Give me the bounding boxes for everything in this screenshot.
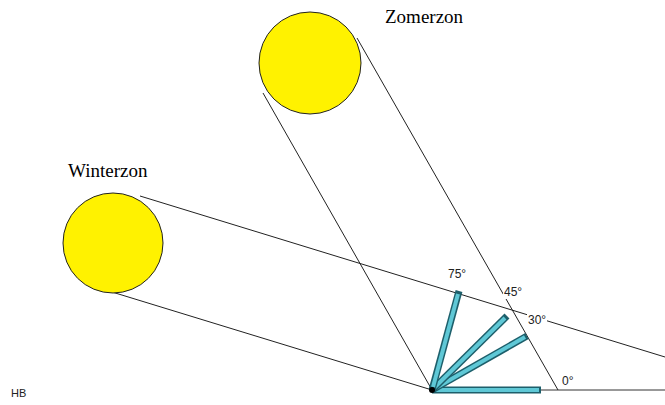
- sun-circle: Zomerzon: [258, 11, 362, 115]
- angle-label: 30°: [527, 313, 547, 327]
- angle-label: 75°: [447, 267, 467, 281]
- sun-name: Zomerzon: [385, 6, 463, 28]
- solar-panels: [432, 291, 541, 390]
- summer-ray: [357, 38, 558, 390]
- ground-line: [432, 390, 665, 391]
- angle-label: 45°: [503, 285, 523, 299]
- winter-ray: [140, 196, 665, 357]
- angle-label: 0°: [561, 374, 574, 388]
- pivot-dot: [429, 387, 435, 393]
- sun-circle: Winterzon: [62, 192, 164, 294]
- sun-name: Winterzon: [68, 160, 147, 182]
- winter-ray: [112, 292, 432, 390]
- sun-disc: [62, 192, 164, 294]
- sun-disc: [258, 11, 362, 115]
- credit-note: HB: [10, 386, 27, 400]
